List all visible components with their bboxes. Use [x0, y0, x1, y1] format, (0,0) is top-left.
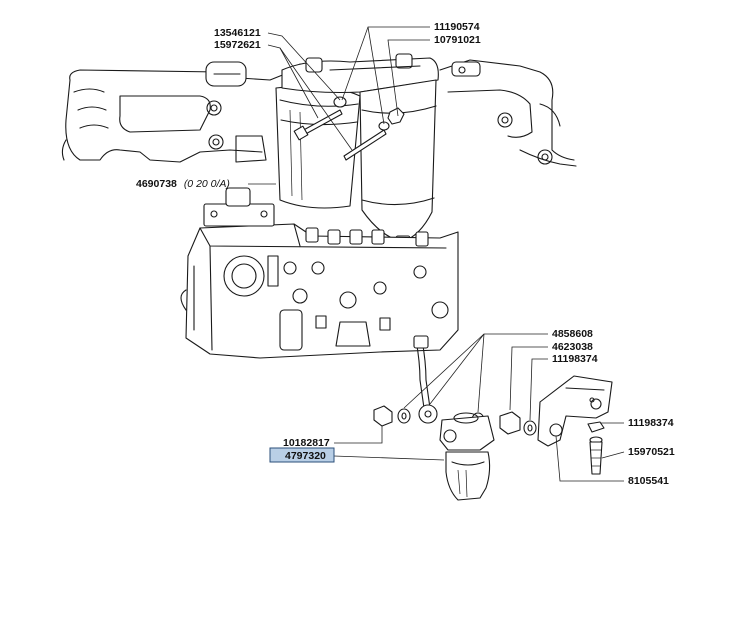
label-4858608[interactable]: 4858608: [552, 328, 593, 340]
label-15970521[interactable]: 15970521: [628, 446, 675, 458]
label-13546121[interactable]: 13546121: [214, 27, 261, 39]
label-4797320-highlight[interactable]: 4797320: [269, 447, 335, 463]
engine-manifold-drawing: [61, 59, 577, 167]
fuel-filter-assembly: [275, 53, 439, 247]
part-labels: 13546121 15972621 11190574 10791021 4690…: [136, 21, 675, 487]
label-10182817[interactable]: 10182817: [283, 437, 330, 449]
label-10791021[interactable]: 10791021: [434, 34, 481, 46]
label-11190574[interactable]: 11190574: [434, 21, 480, 33]
label-15972621[interactable]: 15972621: [214, 39, 261, 51]
label-4623038[interactable]: 4623038: [552, 341, 593, 353]
label-4797320: 4797320: [285, 450, 326, 462]
lower-exploded-parts: [373, 335, 613, 501]
highlight-box: [269, 447, 335, 463]
label-11198374-right[interactable]: 11198374: [628, 417, 674, 429]
label-4690738[interactable]: 4690738 (0 20 0/A): [136, 178, 230, 190]
label-8105541[interactable]: 8105541: [628, 475, 669, 487]
label-11198374-top[interactable]: 11198374: [552, 353, 598, 365]
injection-pump-drawing: [180, 187, 459, 359]
leader-lines: [248, 26, 625, 482]
label-4690738-number: 4690738: [136, 178, 177, 190]
label-4690738-note: (0 20 0/A): [184, 178, 230, 190]
